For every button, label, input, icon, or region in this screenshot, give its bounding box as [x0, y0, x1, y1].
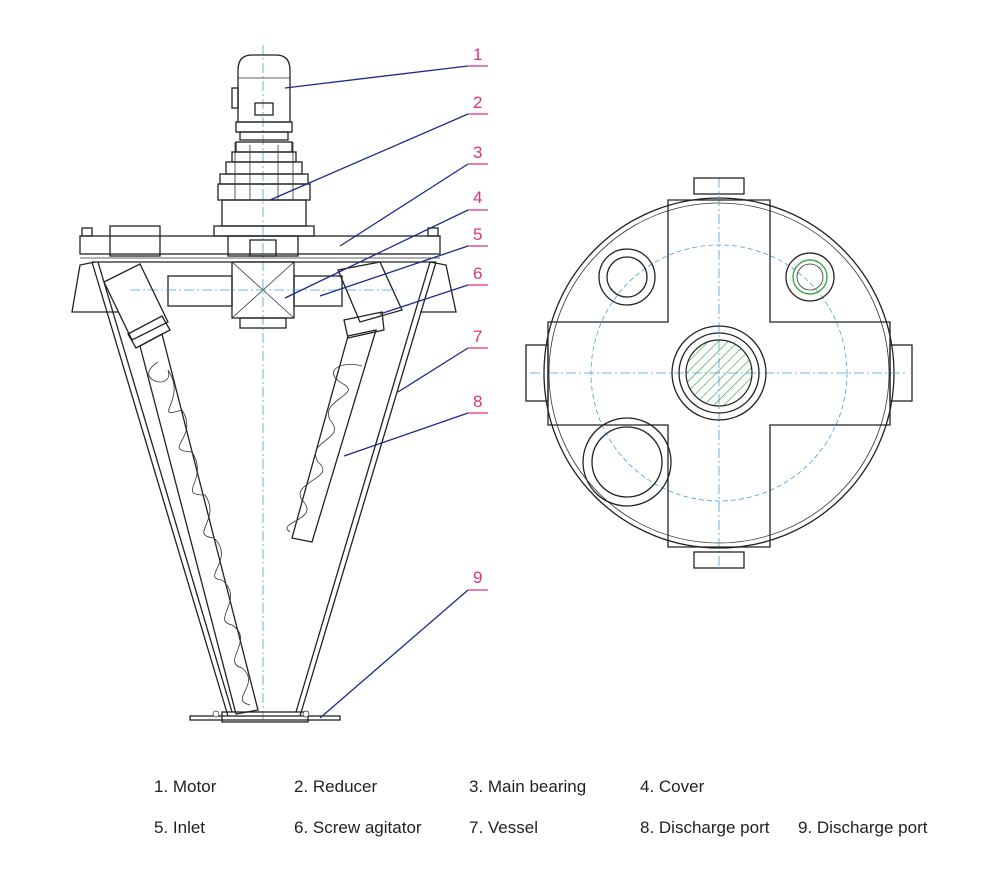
motor	[231, 54, 293, 141]
callout-8: 8	[343, 392, 488, 457]
left-screw-agitator	[103, 263, 259, 715]
legend-item-discharge-port-9: 9. Discharge port	[798, 818, 928, 837]
callout-1: 1	[284, 45, 488, 89]
top-view	[525, 177, 913, 569]
nozzle-top-right	[785, 252, 835, 302]
callout-4: 4	[284, 188, 488, 299]
svg-text:9: 9	[473, 568, 482, 587]
discharge-flange	[189, 710, 341, 723]
nozzle-top-left	[598, 248, 656, 306]
callout-7: 7	[397, 327, 488, 393]
svg-text:5: 5	[473, 225, 482, 244]
legend-item-main-bearing: 3. Main bearing	[469, 777, 587, 796]
legend-item-vessel: 7. Vessel	[469, 818, 538, 837]
callout-5: 5	[319, 225, 488, 297]
callouts: 1 2 3 4 5 6 7	[269, 45, 488, 719]
svg-text:2: 2	[473, 93, 482, 112]
legend-item-motor: 1. Motor	[154, 777, 217, 796]
callout-2: 2	[269, 93, 488, 201]
svg-text:6: 6	[473, 264, 482, 283]
svg-text:7: 7	[473, 327, 482, 346]
legend-item-screw-agitator: 6. Screw agitator	[294, 818, 422, 837]
svg-text:4: 4	[473, 188, 482, 207]
legend-item-discharge-port-8: 8. Discharge port	[640, 818, 770, 837]
svg-text:1: 1	[473, 45, 482, 64]
reducer	[213, 141, 315, 237]
nozzle-bottom-left	[582, 417, 672, 507]
callout-9: 9	[319, 568, 488, 719]
side-view	[71, 45, 457, 723]
svg-text:3: 3	[473, 143, 482, 162]
cover-inlet	[130, 261, 400, 329]
legend-item-reducer: 2. Reducer	[294, 777, 378, 796]
callout-3: 3	[339, 143, 488, 247]
svg-text:8: 8	[473, 392, 482, 411]
right-screw-agitator	[286, 261, 403, 543]
callout-6: 6	[379, 264, 488, 315]
top-frame	[71, 225, 457, 313]
legend-item-inlet: 5. Inlet	[154, 818, 206, 837]
legend-item-cover: 4. Cover	[640, 777, 705, 796]
mixer-engineering-drawing: 1 2 3 4 5 6 7	[71, 45, 913, 723]
parts-legend: 1. Motor 2. Reducer 3. Main bearing 4. C…	[0, 765, 1000, 875]
